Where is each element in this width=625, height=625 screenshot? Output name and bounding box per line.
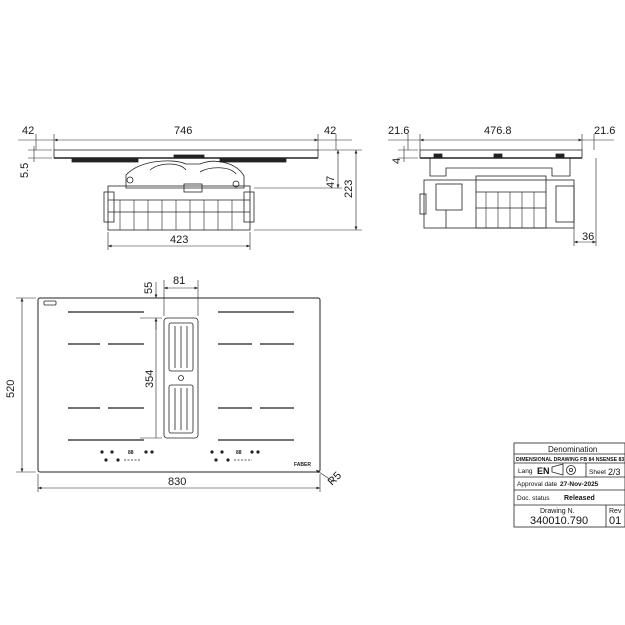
sheet-value: 2/3 — [608, 467, 621, 477]
front-glass-thickness: 5.5 — [19, 163, 31, 178]
hob-depth: 520 — [5, 380, 17, 398]
drawing-number: 340010.790 — [530, 515, 588, 527]
corner-radius: R5 — [326, 470, 344, 488]
lang-value: EN — [537, 466, 550, 476]
approval-label: Approval date — [517, 481, 557, 488]
control-right — [210, 450, 260, 462]
projection-symbol-icon — [551, 463, 564, 476]
front-view — [18, 134, 362, 250]
status-value: Released — [564, 495, 595, 502]
hob-outline — [37, 297, 321, 473]
rev-label: Rev — [609, 508, 622, 515]
front-body-width: 423 — [170, 234, 188, 246]
vent-length: 354 — [144, 370, 156, 388]
approval-date: 27-Nov-2025 — [560, 481, 599, 488]
hob-width: 830 — [168, 476, 186, 488]
front-overall-width: 746 — [174, 125, 192, 137]
control-left-level: 88 — [128, 450, 134, 456]
front-body — [107, 185, 251, 231]
side-offset-left: 21.6 — [388, 125, 409, 137]
lang-label: Lang — [518, 468, 533, 475]
denomination-label: Denomination — [548, 445, 597, 454]
front-fan-hood — [125, 160, 245, 189]
vent-offset: 55 — [143, 282, 155, 294]
status-label: Doc. status — [517, 495, 550, 502]
side-body — [423, 179, 575, 229]
vent-width: 81 — [173, 275, 185, 287]
control-right-level: 88 — [236, 450, 242, 456]
brand-logo: FABER — [294, 462, 311, 468]
rev-value: 01 — [609, 515, 621, 527]
front-coil-left — [71, 157, 139, 163]
vent-grille — [163, 317, 199, 439]
side-glass-thickness: 4 — [391, 158, 403, 164]
right-zone-marks — [218, 311, 294, 441]
control-left — [100, 450, 154, 462]
side-overall-width: 476.8 — [484, 125, 512, 137]
front-overhang-left: 42 — [22, 125, 34, 137]
top-view — [16, 280, 335, 492]
front-upper-depth: 47 — [325, 176, 337, 188]
left-zone-marks — [68, 311, 144, 441]
front-total-depth: 223 — [343, 180, 355, 198]
side-rear-offset: 36 — [582, 231, 594, 243]
sheet-label: Sheet — [589, 469, 606, 476]
title-block — [513, 442, 625, 528]
side-offset-right: 21.6 — [594, 125, 615, 137]
denomination-value: DIMENSIONAL DRAWING FB 84 NSENSE 83 — [516, 457, 624, 463]
front-overhang-right: 42 — [324, 125, 336, 137]
side-view — [388, 134, 614, 246]
front-coil-right — [219, 157, 287, 163]
drawing-label: Drawing N. — [540, 508, 575, 515]
